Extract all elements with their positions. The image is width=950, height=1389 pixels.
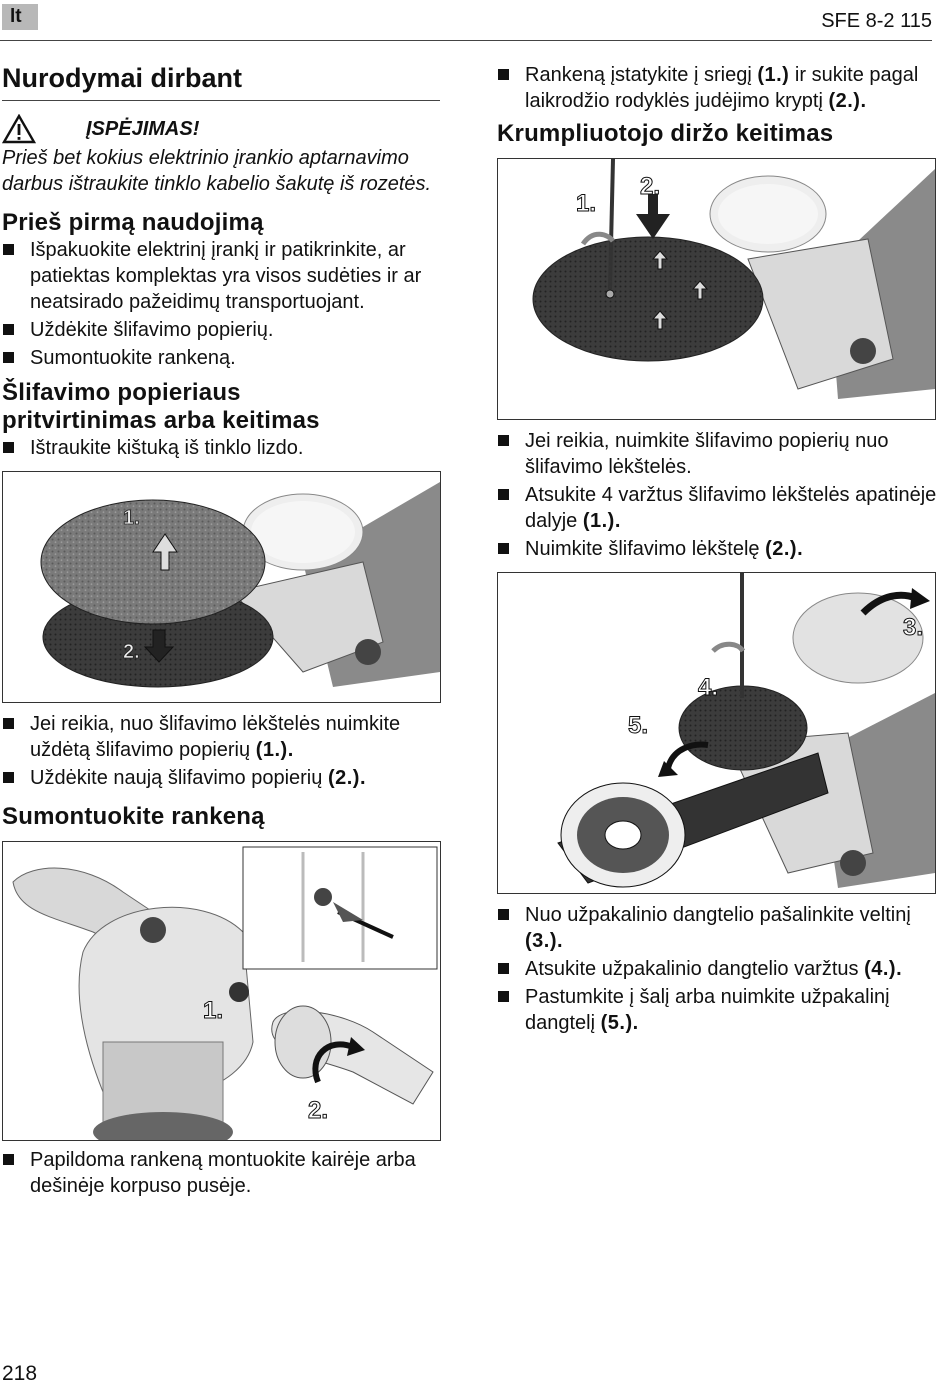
fig-label: 4. (698, 674, 718, 701)
list-item: Atsukite 4 varžtus šlifavimo lėkštelės a… (497, 482, 937, 534)
list-item: Atsukite užpakalinio dangtelio varžtus (… (497, 956, 937, 982)
list-item: Uždėkite šlifavimo popierių. (2, 317, 440, 343)
item-text: Nuo užpakalinio dangtelio pašalinkite ve… (525, 904, 911, 926)
document-id: SFE 8-2 115 (821, 10, 932, 32)
step-ref: (1.) (757, 64, 790, 86)
fig-label: 1. (203, 997, 223, 1024)
paper-list-after: Jei reikia, nuo šlifavimo lėkštelės nuim… (2, 711, 440, 791)
first-use-list: Išpakuokite elektrinį įrankį ir patikrin… (2, 237, 440, 371)
figure-rear-cover: 3. 4. 5. (497, 572, 936, 894)
list-item: Rankeną įstatykite į sriegį (1.) ir suki… (497, 62, 937, 114)
step-ref: (3.). (525, 930, 564, 952)
section-title: Nurodymai dirbant (2, 62, 440, 101)
warning-title: ĮSPĖJIMAS! (86, 117, 200, 140)
list-item: Ištraukite kištuką iš tinklo lizdo. (2, 435, 440, 461)
item-text: Atsukite užpakalinio dangtelio varžtus (525, 958, 859, 980)
handle-section-title: Sumontuokite rankeną (2, 803, 265, 830)
step-ref: (4.). (864, 958, 903, 980)
item-text: Nuimkite šlifavimo lėkštelę (525, 538, 760, 560)
language-badge: lt (2, 4, 38, 30)
fig-label: 5. (628, 712, 648, 739)
step-ref: (2.). (828, 90, 867, 112)
fig-label: 1. (123, 507, 140, 529)
step-ref: (1.). (582, 510, 621, 532)
fig-label: 2. (123, 641, 140, 663)
step-ref: (2.). (327, 767, 366, 789)
item-text: Jei reikia, nuimkite šlifavimo popierių … (525, 430, 889, 478)
rear-cover-list: Nuo užpakalinio dangtelio pašalinkite ve… (497, 902, 937, 1036)
header-rule (0, 40, 932, 41)
list-item: Išpakuokite elektrinį įrankį ir patikrin… (2, 237, 440, 315)
fig-label: 3. (903, 614, 923, 641)
figure-handle-mount: 1. 2. (2, 841, 441, 1141)
warning-header: ĮSPĖJIMAS! (2, 113, 440, 145)
first-use-title: Prieš pirmą naudojimą (2, 209, 264, 236)
item-text: Uždėkite naują šlifavimo popierių (30, 767, 323, 789)
step-ref: (1.). (255, 739, 294, 761)
item-text: Jei reikia, nuo šlifavimo lėkštelės nuim… (30, 713, 401, 761)
item-text: Atsukite 4 varžtus šlifavimo lėkštelės a… (525, 484, 937, 532)
list-item: Sumontuokite rankeną. (2, 345, 440, 371)
belt-section-title: Krumpliuotojo diržo keitimas (497, 120, 834, 147)
list-item: Uždėkite naują šlifavimo popierių (2.). (2, 765, 440, 791)
warning-triangle-icon (2, 114, 36, 144)
list-item: Jei reikia, nuo šlifavimo lėkštelės nuim… (2, 711, 440, 763)
item-text: Pastumkite į šalį arba nuimkite užpakali… (525, 986, 890, 1034)
figure-sanding-paper: 1. 2. (2, 471, 441, 703)
list-item: Jei reikia, nuimkite šlifavimo popierių … (497, 428, 937, 480)
paper-section-title: Šlifavimo popieriaus pritvirtinimas arba… (2, 379, 320, 434)
item-text: Rankeną įstatykite į sriegį (525, 64, 752, 86)
fig-label: 2. (308, 1097, 328, 1124)
list-item: Papildoma rankeną montuokite kairėje arb… (2, 1147, 440, 1199)
page-number: 218 (2, 1362, 38, 1385)
belt-list: Jei reikia, nuimkite šlifavimo popierių … (497, 428, 937, 562)
right-column: Rankeną įstatykite į sriegį (1.) ir suki… (497, 58, 937, 1038)
handle-continue-list: Rankeną įstatykite į sriegį (1.) ir suki… (497, 62, 937, 114)
item-text: ir sukite pagal laikrodžio rodyklės judė… (525, 64, 919, 112)
warning-text: Prieš bet kokius elektrinio įrankio apta… (2, 147, 432, 195)
fig-label: 2. (640, 173, 660, 200)
step-ref: (2.). (765, 538, 804, 560)
left-column: Nurodymai dirbant ĮSPĖJIMAS! Prieš bet k… (2, 58, 441, 1201)
figure-pad-removal: 1. 2. (497, 158, 936, 420)
paper-list-before: Ištraukite kištuką iš tinklo lizdo. (2, 435, 440, 461)
list-item: Nuimkite šlifavimo lėkštelę (2.). (497, 536, 937, 562)
handle-list: Papildoma rankeną montuokite kairėje arb… (2, 1147, 440, 1199)
list-item: Nuo užpakalinio dangtelio pašalinkite ve… (497, 902, 937, 954)
list-item: Pastumkite į šalį arba nuimkite užpakali… (497, 984, 937, 1036)
step-ref: (5.). (600, 1012, 639, 1034)
fig-label: 1. (576, 190, 596, 217)
